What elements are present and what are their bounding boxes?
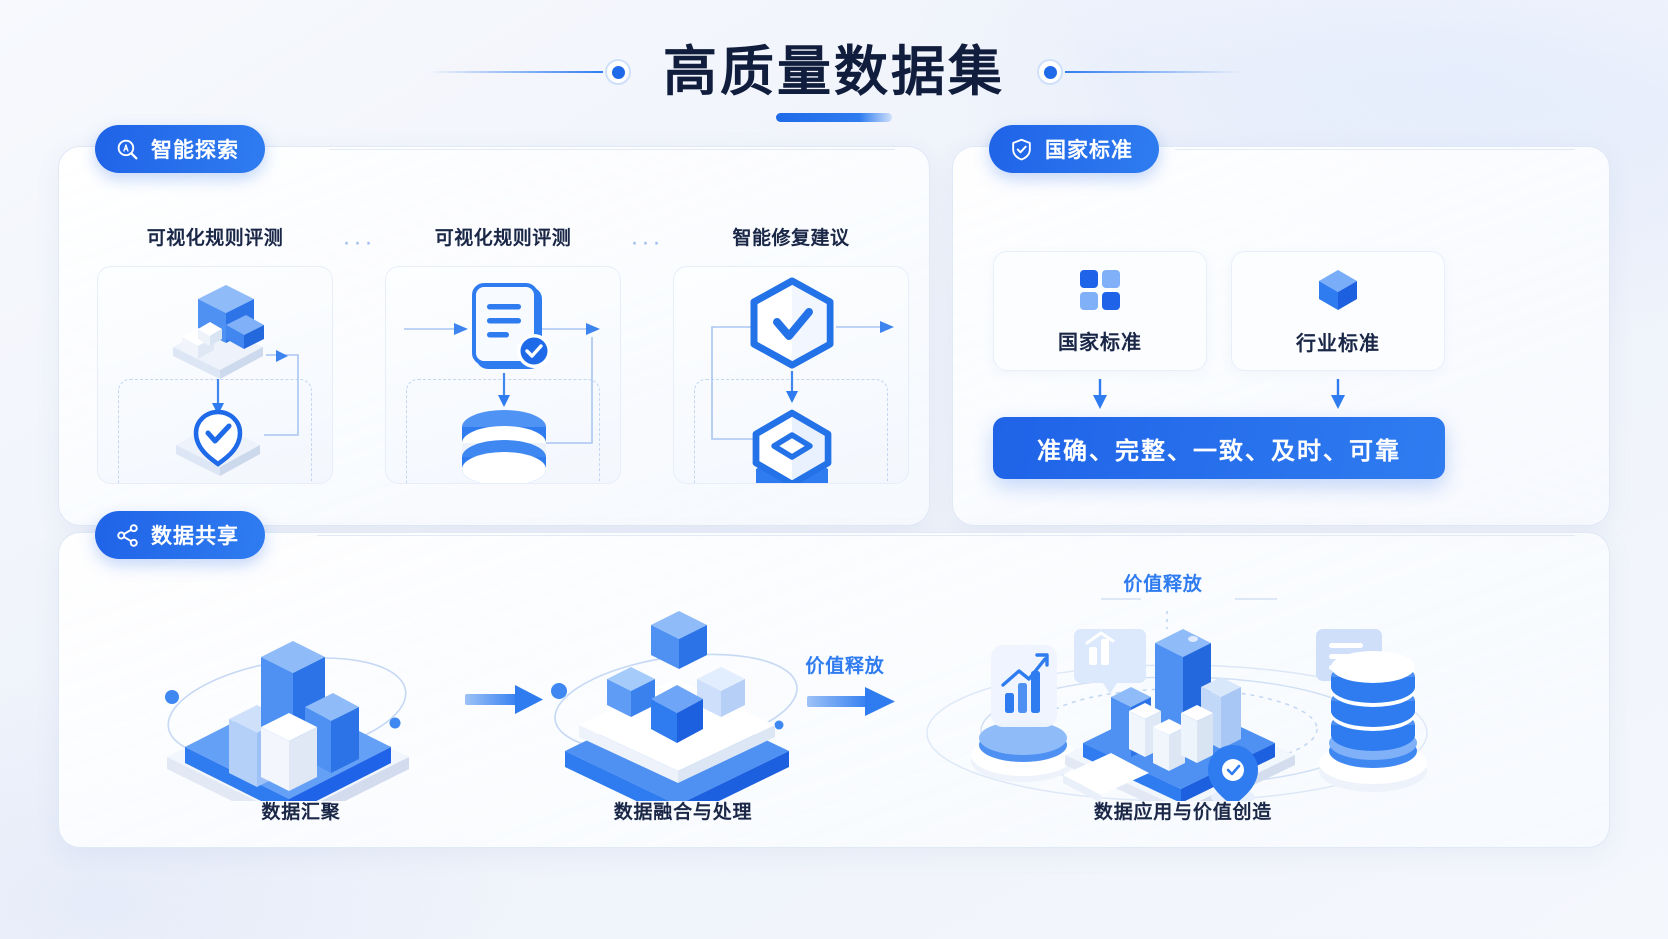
badge-label: 国家标准 <box>1045 139 1133 162</box>
page-title: 高质量数据集 <box>663 42 1005 102</box>
share-nodes-icon <box>115 523 140 548</box>
title-left-line <box>427 71 603 74</box>
standard-down-arrows <box>1093 379 1345 409</box>
title-left-dot-icon <box>605 59 631 86</box>
data-hub-city-icon <box>926 598 1428 801</box>
step-separator: ··· <box>342 229 376 256</box>
stage-label: 数据汇聚 <box>261 802 341 823</box>
dashed-region <box>118 379 312 483</box>
standard-quality-banner: 准确、完整、一致、及时、可靠 <box>993 417 1445 479</box>
badge-national-standard[interactable]: 国家标准 <box>989 125 1159 173</box>
step-illustration-card <box>385 266 621 484</box>
grid-squares-icon <box>1078 268 1122 312</box>
title-row: 高质量数据集 <box>427 44 1241 101</box>
hexagon-check-icon <box>711 277 894 483</box>
flow-label-value-release: 价值释放 <box>805 656 885 677</box>
cubes-platform-icon <box>173 285 299 476</box>
standard-card-label: 行业标准 <box>1296 332 1380 355</box>
standard-banner-text: 准确、完整、一致、及时、可靠 <box>1037 437 1401 465</box>
badge-label: 数据共享 <box>151 525 239 548</box>
panel-intelligent-exploration: 智能探索 可视化规则评测 <box>58 125 930 526</box>
step-title: 可视化规则评测 <box>146 228 284 249</box>
title-right-dot-icon <box>1037 59 1063 86</box>
flow-label-value-release-top: 价值释放 <box>1123 574 1203 595</box>
title-underline-bar <box>776 112 892 122</box>
standard-card-label: 国家标准 <box>1058 331 1142 354</box>
data-sharing-flow: 数据汇聚 <box>59 574 1609 849</box>
standard-card-industry[interactable]: 行业标准 <box>1231 251 1445 371</box>
shield-check-icon <box>1009 137 1034 162</box>
step-separator: ··· <box>630 229 664 256</box>
panel-data-sharing: 数据共享 <box>58 511 1610 849</box>
badge-label: 智能探索 <box>151 139 239 162</box>
badge-data-sharing[interactable]: 数据共享 <box>95 511 265 559</box>
exploration-steps: 可视化规则评测 <box>97 223 929 484</box>
cube-3d-icon <box>1315 267 1361 313</box>
step-title: 可视化规则评测 <box>434 228 572 249</box>
floating-cubes-platform-icon <box>551 611 798 801</box>
title-right-line <box>1065 71 1241 74</box>
document-check-icon <box>404 283 600 483</box>
step-illustration-card <box>97 266 333 484</box>
panel-national-standard: 国家标准 国家标准 行业标准 <box>952 125 1610 526</box>
exploration-step: 可视化规则评测 <box>97 223 333 484</box>
standard-card-national[interactable]: 国家标准 <box>993 251 1207 371</box>
step-title: 智能修复建议 <box>732 228 850 249</box>
search-a-icon <box>115 137 140 162</box>
stage-label: 数据融合与处理 <box>613 802 753 823</box>
page-header: 高质量数据集 <box>0 44 1668 152</box>
badge-rule-standard <box>1175 149 1575 150</box>
exploration-step: 智能修复建议 <box>673 223 909 484</box>
flow-arrow-1-icon <box>465 685 543 714</box>
badge-rule-share <box>317 535 1575 536</box>
exploration-step: 可视化规则评测 <box>385 223 621 484</box>
badge-intelligent-exploration[interactable]: 智能探索 <box>95 125 265 173</box>
badge-rule-explore <box>329 149 895 150</box>
flow-arrow-2-icon <box>807 687 895 716</box>
bar-chart-platform-icon <box>165 641 409 801</box>
step-illustration-card <box>673 266 909 484</box>
stage-label: 数据应用与价值创造 <box>1093 802 1273 823</box>
standard-cards: 国家标准 行业标准 <box>993 251 1445 371</box>
